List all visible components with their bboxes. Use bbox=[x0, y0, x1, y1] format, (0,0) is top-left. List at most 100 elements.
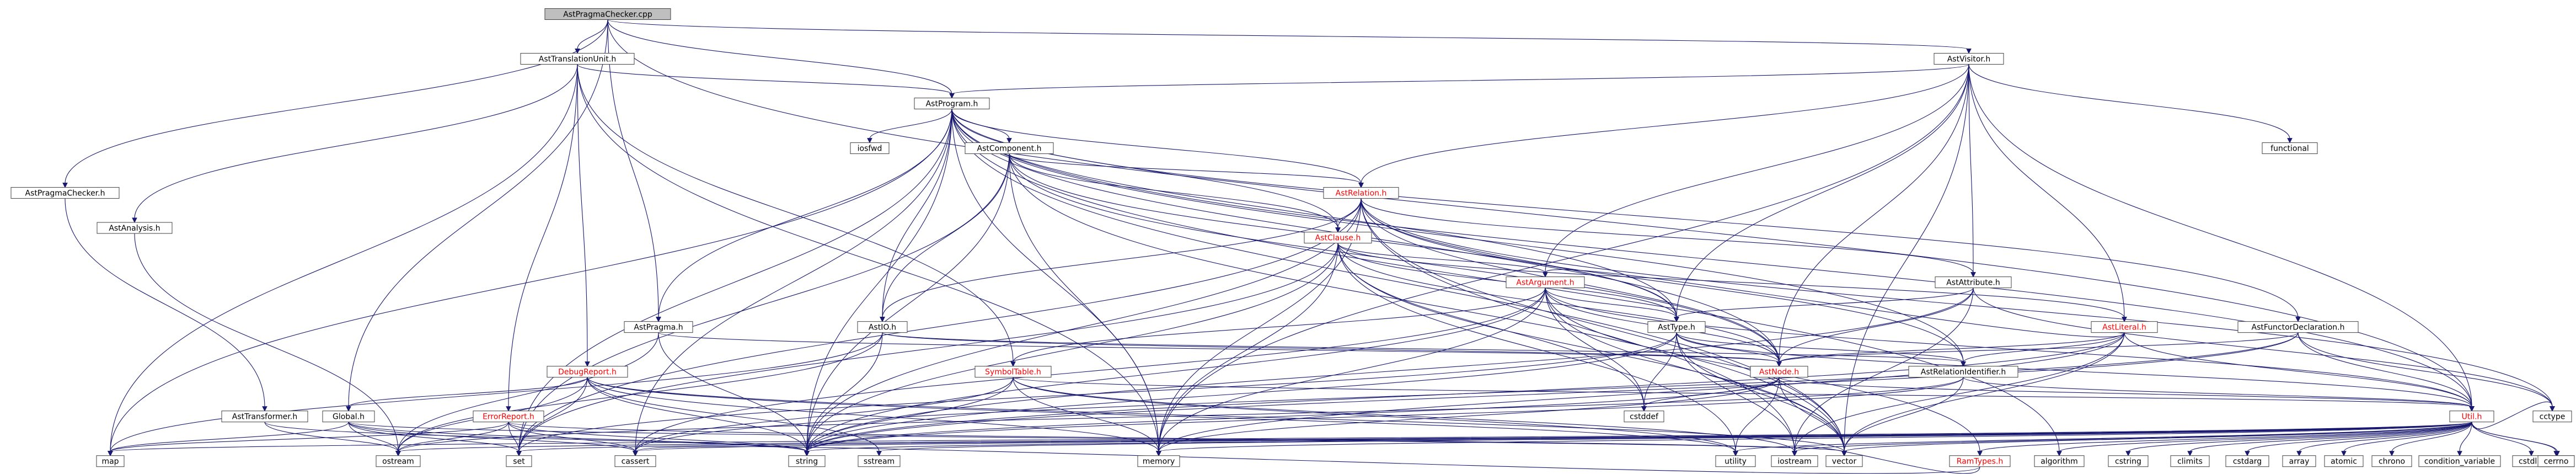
node-label: AstTranslationUnit.h bbox=[539, 55, 616, 64]
node-label: ErrorReport.h bbox=[483, 413, 534, 422]
node-label: set bbox=[513, 457, 525, 466]
node-label: AstPragmaChecker.cpp bbox=[563, 10, 652, 19]
edge-astvisitor-h-to-util-h bbox=[1968, 64, 2475, 412]
edge-debugreport-h-to-string bbox=[587, 377, 810, 456]
node-memory: memory bbox=[1137, 455, 1180, 467]
edge-astpragmachecker-cpp-to-global-h bbox=[346, 19, 608, 412]
node-label: sstream bbox=[864, 457, 895, 466]
node-box bbox=[506, 455, 532, 467]
node-label: atomic bbox=[2331, 457, 2357, 466]
edge-astvisitor-h-to-asttype-h bbox=[1674, 64, 1969, 322]
node-box bbox=[376, 455, 421, 467]
edge-util-h-to-ramtypes-h bbox=[1977, 422, 2472, 456]
edge-astliteral-h-to-vector bbox=[1841, 332, 2125, 456]
edge-asttype-h-to-astnode-h bbox=[1676, 332, 1782, 367]
edge-astrelationidentifier-h-to-util-h bbox=[1963, 377, 2475, 412]
node-symboltable-h[interactable]: SymbolTable.h bbox=[974, 366, 1052, 378]
node-box bbox=[624, 321, 693, 333]
node-label: cstdarg bbox=[2233, 457, 2262, 466]
node-box bbox=[974, 366, 1052, 378]
node-box bbox=[2371, 455, 2412, 467]
node-label: AstLiteral.h bbox=[2102, 323, 2146, 332]
node-utility: utility bbox=[1715, 455, 1756, 467]
node-util-h[interactable]: Util.h bbox=[2449, 411, 2494, 423]
edge-astargument-h-to-symboltable-h bbox=[1010, 287, 1546, 367]
node-astcomponent-h[interactable]: AstComponent.h bbox=[965, 142, 1054, 155]
node-string: string bbox=[788, 455, 826, 467]
node-astanalysis-h[interactable]: AstAnalysis.h bbox=[97, 222, 173, 234]
edge-astfunctordeclaration-h-to-cctype bbox=[2297, 332, 2555, 412]
edge-astnode-h-to-cstddef bbox=[1641, 377, 1780, 412]
node-climits: climits bbox=[2170, 455, 2210, 467]
node-label: cerrno bbox=[2544, 457, 2569, 466]
node-astnode-h[interactable]: AstNode.h bbox=[1750, 366, 1808, 378]
edge-astclause-h-to-set bbox=[516, 243, 1338, 456]
node-astrelation-h[interactable]: AstRelation.h bbox=[1323, 187, 1399, 199]
edge-astprogram-h-to-iosfwd bbox=[867, 109, 952, 143]
node-astclause-h[interactable]: AstClause.h bbox=[1304, 232, 1372, 244]
node-box bbox=[547, 366, 628, 378]
edge-global-h-to-map bbox=[108, 422, 349, 456]
node-asttranslationunit-h[interactable]: AstTranslationUnit.h bbox=[520, 53, 635, 65]
node-box bbox=[1647, 321, 1706, 333]
node-box bbox=[2418, 455, 2501, 467]
node-astvisitor-h[interactable]: AstVisitor.h bbox=[1934, 53, 2004, 65]
node-box bbox=[1949, 455, 2011, 467]
node-label: AstTransformer.h bbox=[232, 413, 297, 422]
node-label: cctype bbox=[2540, 413, 2566, 422]
edge-util-h-to-atomic bbox=[2341, 422, 2472, 456]
node-astpragmachecker-cpp[interactable]: AstPragmaChecker.cpp bbox=[544, 8, 671, 20]
node-box bbox=[2282, 455, 2316, 467]
node-label: AstFunctorDeclaration.h bbox=[2252, 323, 2345, 332]
edge-asttranslationunit-h-to-symboltable-h bbox=[577, 64, 1016, 367]
edge-astprogram-h-to-memory bbox=[951, 109, 1161, 456]
node-sstream: sstream bbox=[858, 455, 901, 467]
node-astio-h[interactable]: AstIO.h bbox=[857, 321, 908, 333]
node-box bbox=[850, 142, 890, 155]
edge-asttranslationunit-h-to-errorreport-h bbox=[506, 64, 578, 412]
node-cstdarg: cstdarg bbox=[2225, 455, 2269, 467]
node-errorreport-h[interactable]: ErrorReport.h bbox=[473, 411, 544, 423]
edge-asttype-h-to-astrelationidentifier-h bbox=[1676, 332, 1966, 367]
node-box bbox=[2237, 321, 2359, 333]
node-astliteral-h[interactable]: AstLiteral.h bbox=[2091, 321, 2158, 333]
node-atomic: atomic bbox=[2324, 455, 2364, 467]
node-debugreport-h[interactable]: DebugReport.h bbox=[547, 366, 628, 378]
node-astargument-h[interactable]: AstArgument.h bbox=[1506, 276, 1585, 289]
node-iosfwd: iosfwd bbox=[850, 142, 890, 155]
node-box bbox=[1323, 187, 1399, 199]
edge-util-h-to-cstdlib bbox=[2471, 422, 2534, 456]
node-box bbox=[788, 455, 826, 467]
node-cerrno: cerrno bbox=[2537, 455, 2575, 467]
edge-util-h-to-map bbox=[108, 422, 2472, 456]
node-box bbox=[1137, 455, 1180, 467]
node-astprogram-h[interactable]: AstProgram.h bbox=[914, 98, 990, 110]
node-ramtypes-h[interactable]: RamTypes.h bbox=[1949, 455, 2011, 467]
node-label: SymbolTable.h bbox=[985, 368, 1041, 377]
node-label: utility bbox=[1725, 457, 1747, 466]
edge-astpragmachecker-cpp-to-asttranslationunit-h bbox=[575, 19, 608, 54]
edge-astvisitor-h-to-astattribute-h bbox=[1968, 64, 1976, 278]
node-label: AstVisitor.h bbox=[1947, 55, 1991, 64]
node-label: ostream bbox=[382, 457, 414, 466]
node-astrelationidentifier-h[interactable]: AstRelationIdentifier.h bbox=[1908, 366, 2018, 378]
node-astpragma-h[interactable]: AstPragma.h bbox=[624, 321, 693, 333]
edge-astcomponent-h-to-astio-h bbox=[880, 153, 1010, 322]
node-box bbox=[322, 411, 375, 423]
edge-astnode-h-to-vector bbox=[1779, 377, 1847, 456]
node-label: functional bbox=[2270, 145, 2309, 153]
edge-astprogram-h-to-astfunctordeclaration-h bbox=[951, 109, 2301, 322]
edge-astrelation-h-to-astattribute-h bbox=[1361, 198, 1976, 278]
node-label: vector bbox=[1832, 457, 1857, 466]
node-asttransformer-h[interactable]: AstTransformer.h bbox=[221, 411, 308, 423]
node-box bbox=[221, 411, 308, 423]
node-label: cassert bbox=[622, 457, 650, 466]
node-astpragmachecker-h[interactable]: AstPragmaChecker.h bbox=[10, 187, 120, 199]
node-astfunctordeclaration-h[interactable]: AstFunctorDeclaration.h bbox=[2237, 321, 2359, 333]
edge-astvisitor-h-to-memory bbox=[1156, 64, 1969, 456]
node-label: AstRelation.h bbox=[1336, 189, 1387, 198]
node-global-h[interactable]: Global.h bbox=[322, 411, 375, 423]
node-asttype-h[interactable]: AstType.h bbox=[1647, 321, 1706, 333]
node-astattribute-h[interactable]: AstAttribute.h bbox=[1935, 276, 2012, 289]
